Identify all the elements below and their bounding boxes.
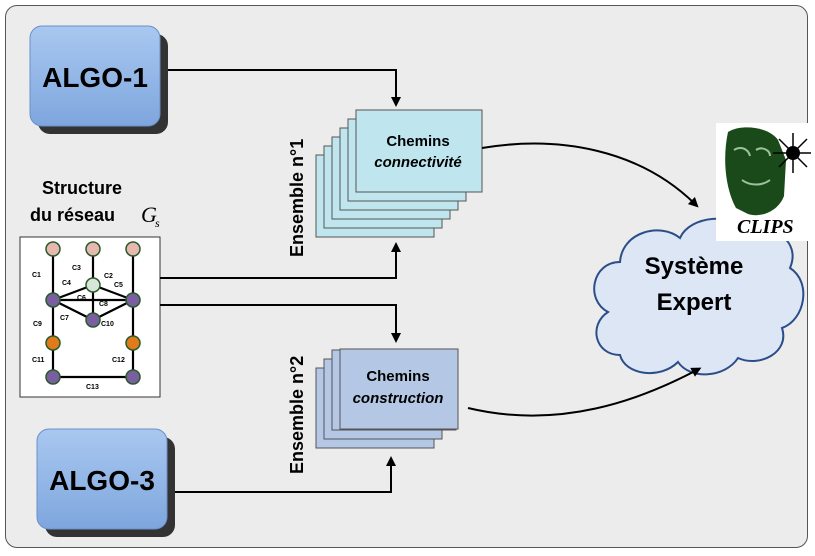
algo3-box: ALGO-3 (36, 428, 175, 537)
node-bottom-left (45, 369, 61, 385)
node-top-left (45, 241, 61, 257)
edge-label-c9: C9 (33, 321, 42, 328)
edge-label-c2: C2 (104, 273, 113, 280)
structure-line1: Structure (42, 178, 122, 198)
structure-label: Structure du réseau G s (30, 178, 160, 230)
node-center-top (85, 277, 101, 293)
expert-line2: Expert (657, 289, 732, 316)
node-top-mid (85, 241, 101, 257)
ensemble1-label: Ensemble n°1 (287, 139, 307, 257)
structure-symbol: G (141, 202, 157, 227)
ensemble2-stack: Chemins construction (315, 348, 459, 449)
ensemble1-title: Chemins (386, 133, 449, 150)
expert-cloud: Système Expert (593, 217, 805, 376)
clips-logo: CLIPS (716, 123, 812, 241)
node-top-right (125, 241, 141, 257)
edge-label-c4: C4 (62, 280, 71, 287)
network-graph: C1 C2 C3 C4 C5 C6 C7 C8 C9 C10 C11 C12 C… (19, 236, 161, 398)
edge-label-c11: C11 (32, 357, 45, 364)
edge-label-c13: C13 (86, 384, 99, 391)
node-bottom-right (125, 369, 141, 385)
structure-line2: du réseau (30, 205, 115, 225)
node-mid-left (45, 292, 61, 308)
structure-subscript: s (155, 216, 160, 230)
edge-label-c1: C1 (32, 272, 41, 279)
clips-label: CLIPS (737, 216, 794, 238)
arrow-structure-to-ensemble2 (160, 304, 401, 343)
ensemble2-subtitle: construction (353, 390, 444, 407)
edge-label-c6: C6 (77, 295, 86, 302)
ensemble2-title: Chemins (366, 368, 429, 385)
node-mid-right (125, 292, 141, 308)
expert-line1: Système (645, 253, 744, 280)
edge-label-c10: C10 (101, 321, 114, 328)
arrow-algo1-to-ensemble1 (168, 69, 401, 107)
node-center-bottom (85, 312, 101, 328)
ensemble1-subtitle: connectivité (374, 154, 462, 171)
algo1-box: ALGO-1 (29, 25, 168, 134)
connectors (160, 69, 702, 493)
node-low-right (125, 335, 141, 351)
sparkle-icon (773, 133, 811, 173)
arrow-ensemble1-to-expert (481, 142, 699, 208)
node-low-left (45, 335, 61, 351)
ensemble2-label: Ensemble n°2 (287, 356, 307, 474)
arrow-ensemble2-to-expert (467, 367, 702, 417)
arrow-structure-to-ensemble1 (160, 242, 401, 279)
edge-label-c3: C3 (72, 265, 81, 272)
ensemble1-stack: Chemins connectivité (315, 109, 483, 238)
algo3-label: ALGO-3 (49, 465, 155, 496)
edge-label-c5: C5 (114, 282, 123, 289)
algo1-label: ALGO-1 (42, 62, 148, 93)
arrow-algo3-to-ensemble2 (175, 456, 396, 493)
edge-label-c7: C7 (60, 315, 69, 322)
edge-label-c12: C12 (112, 357, 125, 364)
edge-label-c8: C8 (99, 301, 108, 308)
